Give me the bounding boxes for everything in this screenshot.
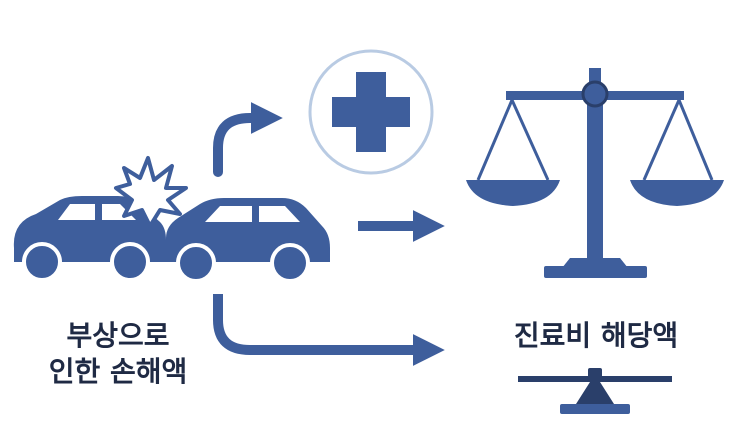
arrows [213, 101, 445, 367]
crash-burst-icon [114, 156, 188, 228]
arrow-to-medical [213, 101, 283, 177]
right-label: 진료비 해당액 [513, 319, 679, 352]
left-label-line2: 인한 손해액 [48, 355, 188, 388]
right-car-icon [166, 198, 330, 283]
left-label: 부상으로 인한 손해액 [28, 318, 208, 390]
seesaw-scale-icon [518, 368, 672, 414]
left-label-line1: 부상으로 [66, 319, 170, 352]
arrow-to-result [213, 294, 445, 367]
medical-cross-icon [308, 49, 434, 175]
balance-scale-icon [466, 68, 724, 278]
